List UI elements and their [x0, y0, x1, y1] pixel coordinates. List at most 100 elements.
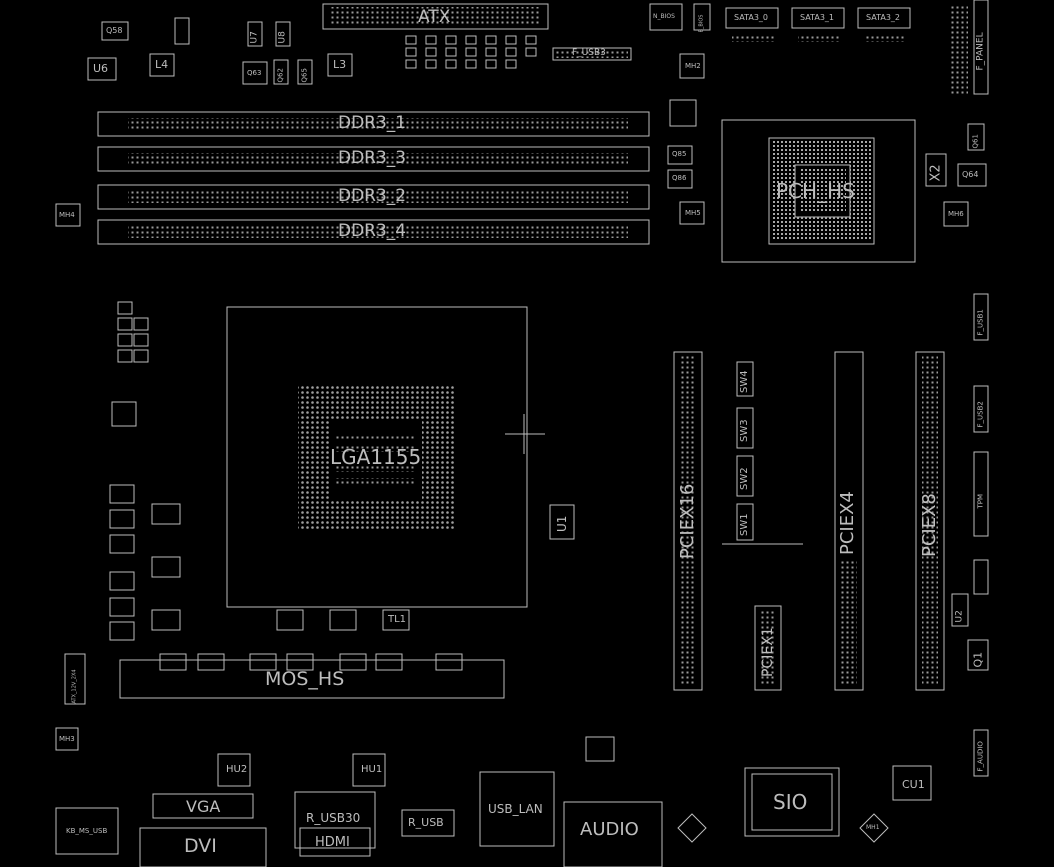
ddr3-2-label: DDR3_2: [338, 186, 407, 206]
f-usb2-header: [973, 385, 989, 433]
q63-label: Q63: [247, 69, 262, 77]
ddr3-slot-1: [97, 111, 650, 137]
mh6-hole: [943, 201, 969, 227]
sw2-switch: [736, 455, 754, 497]
f-usb3-label: F_USB3: [572, 48, 606, 58]
f-usb2-label: F_USB2: [976, 401, 985, 428]
kb-ms-usb-label: KB_MS_USB: [66, 827, 108, 835]
sata-connector-1: [791, 7, 845, 29]
q58-label: Q58: [106, 26, 123, 35]
usb-lan-label: USB_LAN: [488, 802, 543, 816]
ddr3-slot-4: [97, 219, 650, 245]
dvi-connector: [139, 827, 267, 867]
mh1-hole: [859, 813, 889, 843]
audio-connector: [563, 801, 663, 867]
sata3-1-label: SATA3_1: [800, 13, 834, 22]
vga-connector: [152, 793, 254, 819]
n-bios-label: N_BIOS: [653, 13, 675, 20]
l4-inductor: [149, 53, 175, 77]
q64-chip: [957, 163, 987, 187]
pciex8-slot: [915, 351, 945, 691]
q64-label: Q64: [962, 170, 979, 179]
hu1-chip: [352, 753, 386, 787]
cpu-socket: [226, 306, 528, 608]
sw3-label: SW3: [739, 419, 750, 442]
pciex1-slot: [754, 605, 782, 691]
l4-label: L4: [155, 58, 169, 71]
n-bios-chip: [649, 3, 683, 31]
u8-label: U8: [277, 31, 288, 44]
q85-chip: [667, 145, 693, 165]
sw3-switch: [736, 407, 754, 449]
r-usb-connector: [401, 809, 455, 837]
u2-chip: [951, 593, 969, 627]
sata3-2-label: SATA3_2: [866, 13, 900, 22]
q1-label: Q1: [971, 651, 985, 668]
cu1-chip: [892, 765, 932, 801]
mh5-hole: [679, 201, 705, 225]
mh3-hole: [55, 727, 79, 751]
sw1-label: SW1: [739, 513, 750, 536]
atx-label: ATX: [418, 7, 451, 27]
hdmi-connector: [299, 827, 371, 857]
pciex16-slot: [673, 351, 703, 691]
atx-12v-header: [64, 653, 86, 705]
q86-label: Q86: [672, 174, 687, 182]
q58-chip: [101, 21, 129, 41]
u7-label: U7: [249, 31, 260, 44]
pciex16-label: PCIEX16: [677, 483, 698, 559]
pciex1-label: PCIEX1: [760, 627, 776, 677]
u1-label: U1: [555, 515, 569, 532]
pciex4-slot: [834, 351, 864, 691]
q65-label: Q65: [300, 68, 309, 83]
kb-ms-usb-connector: [55, 807, 119, 855]
f-usb1-header: [973, 293, 989, 341]
mh2-hole: [679, 53, 705, 79]
q86-chip: [667, 169, 693, 189]
cu1-label: CU1: [902, 778, 925, 791]
tpm-label: TPM: [976, 493, 985, 509]
sata-connector-0: [725, 7, 779, 29]
sio-label: SIO: [773, 790, 808, 814]
pch-label: PCH_HS: [776, 179, 855, 203]
hdmi-label: HDMI: [315, 835, 350, 850]
x2-crystal: [925, 153, 947, 187]
q62-label: Q62: [276, 68, 285, 83]
u6-chip: [87, 57, 117, 81]
ddr3-slot-3: [97, 146, 650, 172]
mos-label: MOS_HS: [265, 668, 345, 690]
mh4-hole: [55, 203, 81, 227]
sata3-0-label: SATA3_0: [734, 13, 768, 22]
pch-area: [721, 119, 916, 263]
q1-chip: [967, 639, 989, 671]
usb-lan-connector: [479, 771, 555, 847]
tpm-header: [973, 451, 989, 537]
sio-chip: [744, 767, 840, 837]
sata-connector-2: [857, 7, 911, 29]
audio-label: AUDIO: [580, 819, 639, 840]
pciex4-label: PCIEX4: [837, 491, 858, 555]
r-usb30-label: R_USB30: [306, 811, 361, 825]
r-usb-label: R_USB: [408, 816, 444, 829]
l3-label: L3: [333, 58, 347, 71]
u6-label: U6: [93, 62, 109, 75]
mh4-label: MH4: [59, 211, 75, 219]
f-audio-label: F_AUDIO: [976, 741, 985, 772]
cpu-label: LGA1155: [330, 445, 422, 469]
f-usb3-header: [552, 47, 632, 61]
r-usb30-connector: [294, 791, 376, 849]
mos-heatsink: [119, 659, 505, 699]
tl1-inductor: [382, 609, 410, 631]
mh3-label: MH3: [59, 735, 75, 743]
u1-chip: [549, 504, 575, 540]
x2-label: X2: [928, 164, 944, 182]
pch-chip: [768, 137, 875, 245]
hu2-chip: [217, 753, 251, 787]
sw4-label: SW4: [739, 370, 750, 393]
hu2-label: HU2: [226, 764, 248, 775]
q61-label: Q61: [971, 134, 980, 149]
u2-label: U2: [954, 610, 965, 623]
dvi-label: DVI: [184, 835, 217, 857]
f-audio-header: [973, 729, 989, 777]
